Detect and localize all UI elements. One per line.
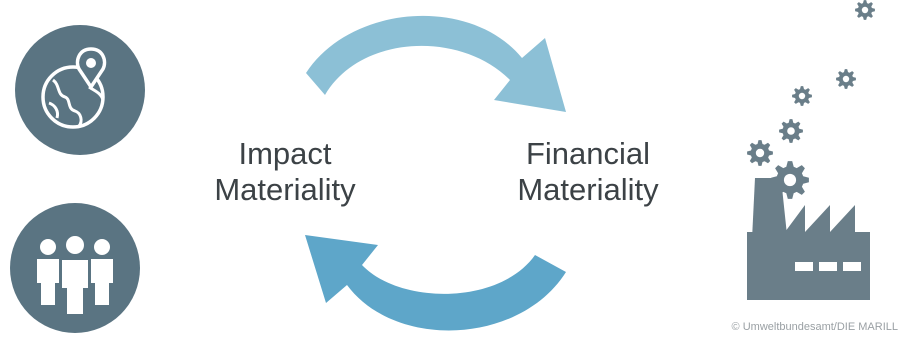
copyright-notice: © Umweltbundesamt/DIE MARILL (731, 321, 898, 333)
financial-materiality-label: Financial Materiality (488, 136, 688, 208)
factory-icon (735, 0, 904, 300)
gear-smoke-icons (747, 0, 875, 199)
impact-materiality-label: Impact Materiality (185, 136, 385, 208)
people-group-icon (37, 234, 113, 316)
gear-icon (747, 140, 773, 166)
financial-label-line1: Financial (525, 136, 651, 171)
gear-icon (836, 69, 856, 89)
impact-label-line1: Impact (238, 136, 332, 171)
globe-location-circle (15, 25, 145, 155)
gear-icon (855, 0, 875, 20)
people-group-circle (10, 203, 140, 333)
bottom-arrow (305, 235, 566, 331)
top-arrow (306, 15, 566, 112)
factory-building (747, 178, 870, 300)
gear-icon (771, 161, 809, 199)
window (795, 262, 813, 271)
globe-location-icon (41, 47, 107, 129)
window (843, 262, 861, 271)
window (819, 262, 837, 271)
impact-label-line2: Materiality (214, 172, 356, 207)
gear-icon (779, 119, 803, 143)
gear-icon (792, 86, 812, 106)
financial-label-line2: Materiality (517, 172, 659, 207)
